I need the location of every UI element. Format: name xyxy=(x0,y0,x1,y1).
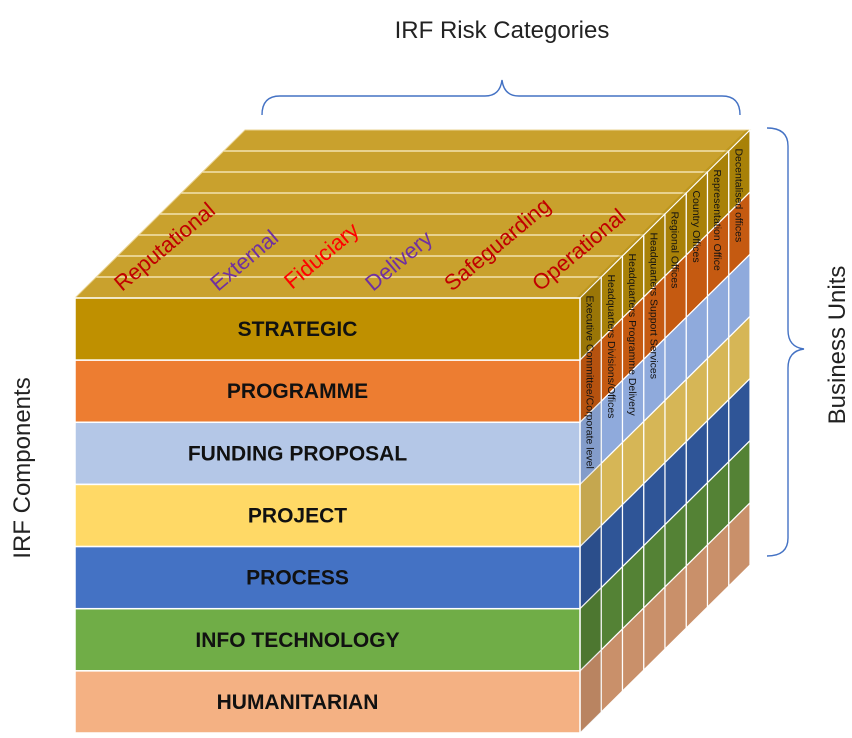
component-label: FUNDING PROPOSAL xyxy=(188,442,408,465)
side-cell-shadow xyxy=(580,587,602,671)
business-unit-label: Headquarters Divisions/Offices xyxy=(605,274,617,418)
component-row xyxy=(74,359,581,424)
component-row xyxy=(74,421,581,486)
right-brace xyxy=(766,127,805,557)
side-cell-shadow xyxy=(580,401,602,485)
top-face-edge-shade xyxy=(661,193,687,214)
top-face-edge-shade xyxy=(576,277,602,298)
side-cell-shadow xyxy=(580,339,602,423)
business-unit-label: Regional Offices xyxy=(669,212,681,289)
component-row xyxy=(74,545,581,610)
top-brace xyxy=(261,79,741,116)
component-label: STRATEGIC xyxy=(238,318,358,341)
risk-categories-title: IRF Risk Categories xyxy=(395,17,610,44)
top-face-edge-shade xyxy=(618,235,644,256)
business-unit-label: Executive Committee/Corporate level xyxy=(584,296,596,469)
top-face-edge-shade xyxy=(724,130,750,151)
business-unit-label: Headquarters Programme Delivery xyxy=(626,254,638,417)
business-unit-label: Country Offices xyxy=(690,190,702,262)
top-face-edge-shade xyxy=(682,172,708,193)
component-label: PROJECT xyxy=(248,505,347,528)
side-cell xyxy=(728,501,751,588)
top-face-edge-shade xyxy=(639,214,665,235)
component-row xyxy=(74,670,581,734)
top-face-edge-shade xyxy=(703,151,729,172)
component-label: PROCESS xyxy=(246,567,349,590)
business-unit-label: Decentalised offices xyxy=(732,148,744,242)
component-label: PROGRAMME xyxy=(227,380,368,403)
business-unit-label: Representation Office xyxy=(711,170,723,272)
components-title: IRF Components xyxy=(9,377,36,558)
side-cell-shadow xyxy=(580,525,602,609)
side-cell-shadow xyxy=(580,649,602,733)
top-face-edge-shade xyxy=(597,256,623,277)
component-label: HUMANITARIAN xyxy=(217,691,379,714)
business-units-title: Business Units xyxy=(824,266,851,425)
component-label: INFO TECHNOLOGY xyxy=(195,629,399,652)
cube: STRATEGIC PROGRAMME FUNDING PROPOSAL PROJEC… xyxy=(73,128,752,735)
component-row xyxy=(74,297,581,361)
business-unit-label: Headquarters Support Services xyxy=(647,232,659,379)
side-cell-shadow xyxy=(580,463,602,547)
side-cell-shadow xyxy=(580,277,602,361)
